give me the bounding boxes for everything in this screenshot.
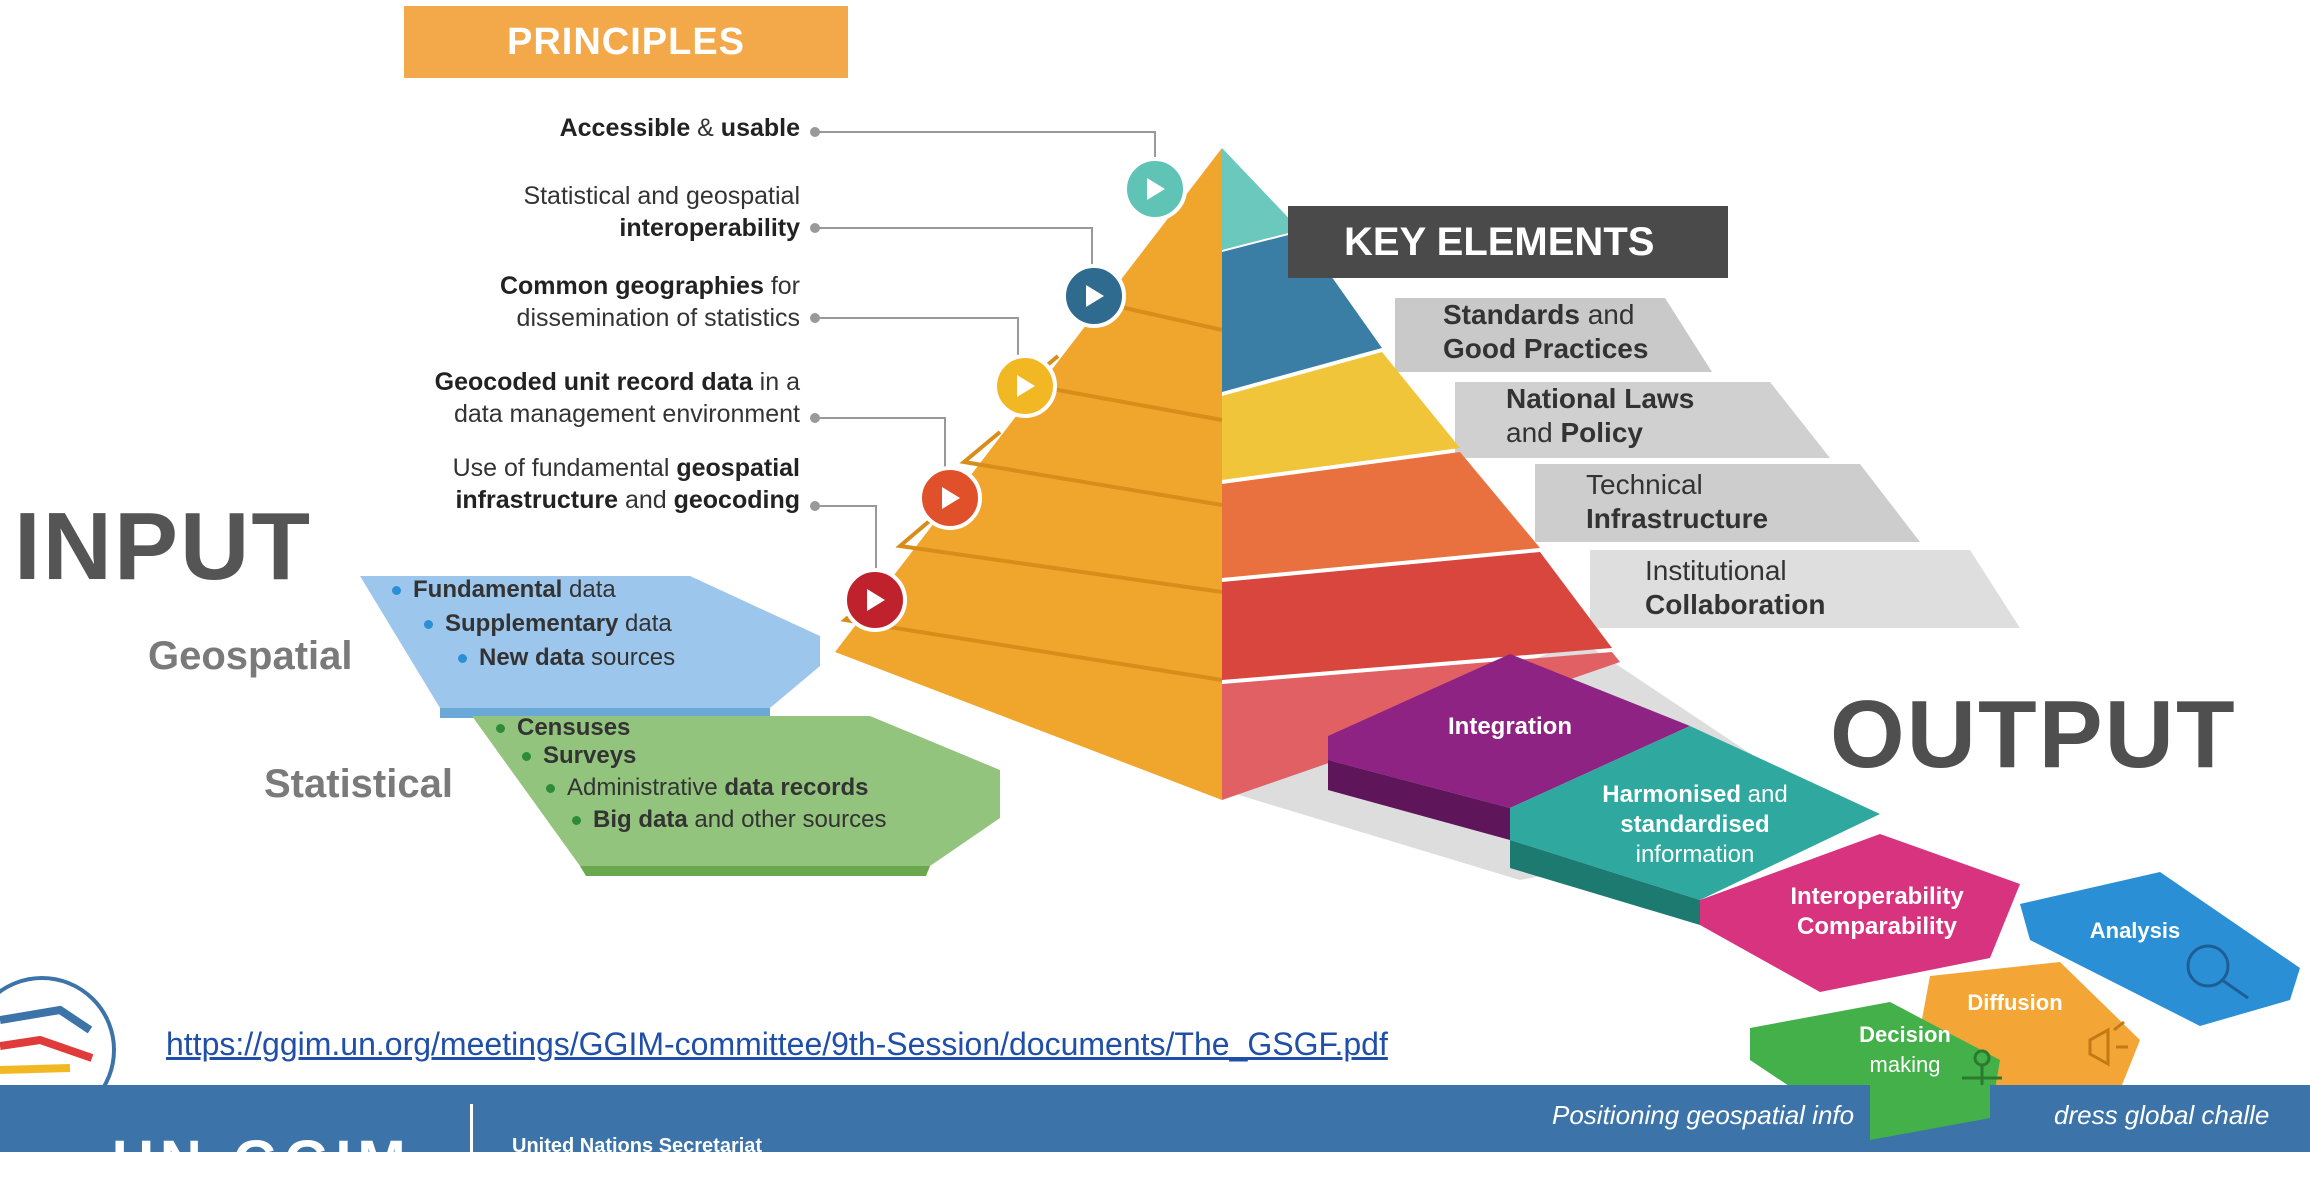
pyramid-layer-red <box>1222 552 1612 680</box>
statistical-item: Big data and other sources <box>572 806 886 834</box>
pyramid-diagram <box>0 127 2300 1140</box>
statistical-label: Statistical <box>264 762 453 806</box>
pyramid-layer-orange <box>1222 452 1540 578</box>
geospatial-panel <box>360 576 820 708</box>
geospatial-item: Supplementary data <box>424 610 672 638</box>
play-button-4[interactable] <box>918 466 982 530</box>
footer-tagline: Positioning geospatial info <box>1552 1100 1855 1130</box>
footer-divider <box>470 1104 473 1152</box>
principle-connector-dots <box>810 127 820 511</box>
key-elements-header: KEY ELEMENTS <box>1288 206 1728 278</box>
output-step-label: Analysis <box>2089 918 2181 943</box>
output-step-label: Diffusion <box>1967 990 2063 1015</box>
input-title: INPUT <box>14 493 312 600</box>
output-step-harmonised <box>1510 726 1880 900</box>
org-name: UN-GGIM <box>112 1129 412 1194</box>
diffusion-megaphone-icon <box>2088 1020 2128 1067</box>
key-element-bar-1 <box>1395 298 1712 372</box>
key-element-bar-3 <box>1535 464 1920 542</box>
pyramid-layer-yellow <box>1222 352 1460 480</box>
statistical-panel <box>472 716 1000 866</box>
source-link[interactable]: https://ggim.un.org/meetings/GGIM-commit… <box>166 1026 1388 1062</box>
key-element-bar-2 <box>1455 382 1830 458</box>
play-button-3[interactable] <box>993 354 1057 418</box>
geospatial-item: New data sources <box>458 644 675 672</box>
output-step-integration <box>1328 654 1690 808</box>
principles-header: PRINCIPLES <box>404 6 848 78</box>
principle-item: Accessible & usable <box>559 114 800 142</box>
org-subtitle: United Nations Secretariat <box>512 1135 763 1157</box>
pyramid-layer-teal <box>1222 148 1300 250</box>
geospatial-item: Fundamental data <box>392 576 616 604</box>
footer-tagline-end: dress global challe <box>2054 1100 2270 1130</box>
statistical-item: Surveys <box>522 742 636 770</box>
play-button-5[interactable] <box>843 568 907 632</box>
play-button-1[interactable] <box>1123 157 1187 221</box>
play-button-2[interactable] <box>1062 264 1126 328</box>
statistical-item: Administrative data records <box>546 774 868 802</box>
analysis-magnifier-icon <box>2186 944 2249 1000</box>
pyramid-layer-blue <box>1222 232 1382 392</box>
output-title: OUTPUT <box>1830 681 2237 788</box>
output-step-interoperability <box>1700 834 2020 992</box>
geospatial-label: Geospatial <box>148 634 353 678</box>
output-step-label: Integration <box>1448 713 1572 740</box>
key-element-bar-4 <box>1590 550 2020 628</box>
statistical-item: Censuses <box>496 714 630 742</box>
output-step-analysis <box>2020 872 2300 1026</box>
